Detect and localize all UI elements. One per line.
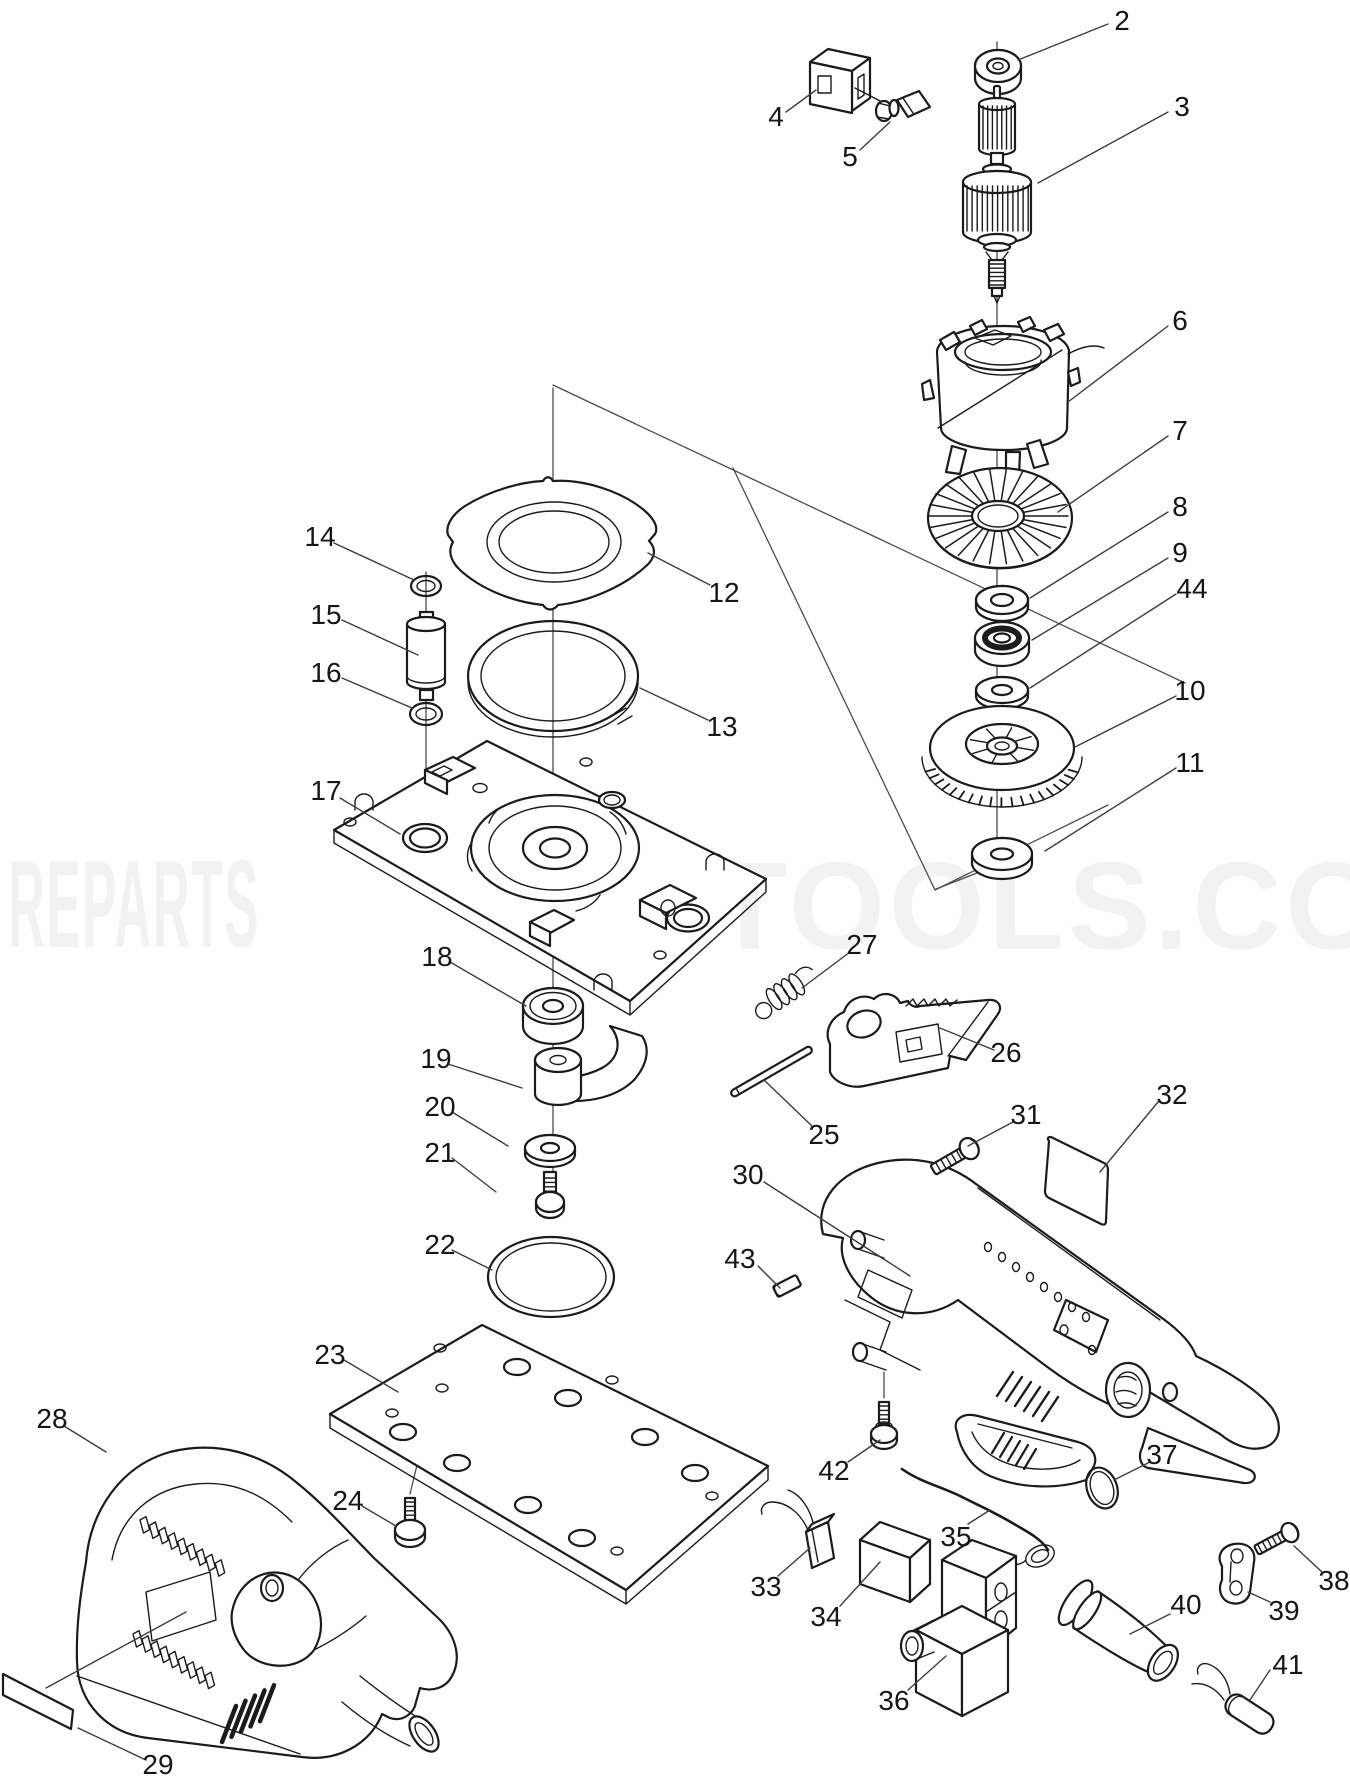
leader-lines bbox=[45, 23, 1323, 1761]
part-label-5: 5 bbox=[842, 141, 858, 172]
part-label-36: 36 bbox=[878, 1685, 909, 1716]
part-17-bearing-plate bbox=[332, 739, 768, 1016]
part-label-40: 40 bbox=[1170, 1589, 1201, 1620]
part-label-3: 3 bbox=[1174, 91, 1190, 122]
part-21-screw bbox=[534, 1170, 566, 1220]
part-label-35: 35 bbox=[940, 1521, 971, 1552]
part-label-22: 22 bbox=[424, 1229, 455, 1260]
part-36-switch bbox=[899, 1538, 1018, 1718]
part-number-labels: 2 3 4 5 6 7 8 9 44 10 11 12 13 14 15 16 … bbox=[36, 5, 1349, 1779]
part-10-gear bbox=[921, 704, 1083, 808]
part-label-27: 27 bbox=[846, 929, 877, 960]
part-8-flat-washer bbox=[974, 584, 1030, 623]
part-label-32: 32 bbox=[1156, 1079, 1187, 1110]
part-label-39: 39 bbox=[1268, 1595, 1299, 1626]
part-label-16: 16 bbox=[310, 657, 341, 688]
part-24-screw bbox=[393, 1496, 427, 1549]
part-label-43: 43 bbox=[724, 1243, 755, 1274]
part-6-field-stator bbox=[920, 315, 1105, 480]
part-label-41: 41 bbox=[1272, 1649, 1303, 1680]
part-label-15: 15 bbox=[310, 599, 341, 630]
part-35-cable-tie bbox=[900, 1467, 1055, 1568]
part-label-8: 8 bbox=[1172, 491, 1188, 522]
part-41-cord bbox=[1191, 1662, 1275, 1735]
part-label-26: 26 bbox=[990, 1037, 1021, 1068]
part-42-screw bbox=[869, 1400, 899, 1451]
part-label-37: 37 bbox=[1146, 1439, 1177, 1470]
part-11-washer bbox=[970, 836, 1034, 881]
part-label-44: 44 bbox=[1176, 573, 1207, 604]
part-label-13: 13 bbox=[706, 711, 737, 742]
part-9-ball-bearing bbox=[973, 620, 1031, 668]
part-label-28: 28 bbox=[36, 1403, 67, 1434]
part-28-housing-cover bbox=[75, 1446, 458, 1759]
part-38-screw bbox=[1253, 1521, 1300, 1556]
part-label-25: 25 bbox=[808, 1119, 839, 1150]
part-label-9: 9 bbox=[1172, 537, 1188, 568]
part-18-ball-bearing bbox=[521, 986, 585, 1046]
part-15-cylinder bbox=[405, 610, 447, 702]
part-label-19: 19 bbox=[420, 1043, 451, 1074]
part-label-4: 4 bbox=[768, 101, 784, 132]
part-20-washer bbox=[523, 1133, 577, 1169]
part-label-21: 21 bbox=[424, 1137, 455, 1168]
part-label-2: 2 bbox=[1114, 5, 1130, 36]
part-13-retaining-ring bbox=[466, 619, 640, 738]
part-44-washer bbox=[974, 675, 1030, 711]
part-label-20: 20 bbox=[424, 1091, 455, 1122]
part-label-7: 7 bbox=[1172, 415, 1188, 446]
part-4-brush-holder bbox=[808, 47, 887, 115]
part-5-carbon-brush bbox=[874, 89, 932, 123]
part-27-spring bbox=[754, 966, 813, 1020]
part-29-name-plate bbox=[1, 1672, 75, 1731]
part-14-o-ring bbox=[409, 574, 443, 598]
part-label-34: 34 bbox=[810, 1601, 841, 1632]
part-label-14: 14 bbox=[304, 521, 335, 552]
part-3-armature bbox=[961, 84, 1033, 304]
part-label-6: 6 bbox=[1172, 305, 1188, 336]
part-12-plate-spring bbox=[446, 476, 658, 611]
part-label-33: 33 bbox=[750, 1571, 781, 1602]
part-33-connector bbox=[760, 1489, 836, 1570]
part-label-17: 17 bbox=[310, 775, 341, 806]
part-label-24: 24 bbox=[332, 1485, 363, 1516]
part-26-clamp-lever bbox=[826, 993, 1002, 1088]
watermark-left-text: REPARTS bbox=[8, 836, 260, 974]
part-label-23: 23 bbox=[314, 1339, 345, 1370]
part-30-housing bbox=[820, 1158, 1280, 1488]
part-43-pin bbox=[772, 1274, 802, 1298]
part-16-o-ring bbox=[408, 701, 444, 727]
part-22-o-ring bbox=[486, 1235, 616, 1319]
part-label-11: 11 bbox=[1175, 747, 1204, 778]
part-label-30: 30 bbox=[732, 1159, 763, 1190]
part-37-o-ring bbox=[1085, 1466, 1119, 1510]
part-40-grip-sleeve bbox=[1057, 1579, 1179, 1682]
part-25-rod bbox=[730, 1045, 813, 1098]
part-7-fan bbox=[926, 466, 1074, 570]
part-32-label-sticker bbox=[1043, 1135, 1110, 1226]
part-34-block bbox=[858, 1520, 932, 1604]
part-label-10: 10 bbox=[1174, 675, 1205, 706]
part-label-12: 12 bbox=[708, 577, 739, 608]
part-label-42: 42 bbox=[818, 1455, 849, 1486]
part-23-base-plate bbox=[328, 1323, 770, 1605]
part-2-ball-bearing bbox=[973, 48, 1023, 96]
part-39-cord-clip bbox=[1218, 1542, 1256, 1605]
part-label-29: 29 bbox=[142, 1749, 173, 1779]
part-19-counterweight bbox=[533, 1024, 648, 1107]
part-label-18: 18 bbox=[421, 941, 452, 972]
part-label-38: 38 bbox=[1318, 1565, 1349, 1596]
part-label-31: 31 bbox=[1010, 1099, 1041, 1130]
